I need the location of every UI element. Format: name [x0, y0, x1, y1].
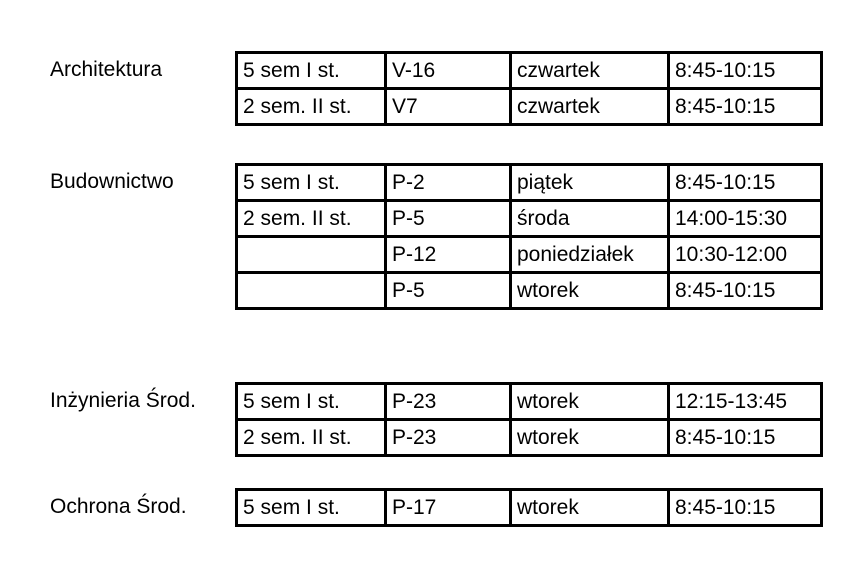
table-row: 2 sem. II st. V7 czwartek 8:45-10:15: [235, 87, 823, 126]
cell-day: piątek: [509, 163, 670, 202]
cell-room: V7: [384, 87, 512, 126]
cell-room: P-17: [384, 488, 512, 527]
table-row: P-12 poniedziałek 10:30-12:00: [235, 235, 823, 274]
cell-time: 8:45-10:15: [667, 163, 823, 202]
section-label-inzynieria-srod: Inżynieria Środ.: [50, 388, 196, 412]
schedule-table-budownictwo: 5 sem I st. P-2 piątek 8:45-10:15 2 sem.…: [235, 163, 823, 310]
cell-time: 8:45-10:15: [667, 271, 823, 310]
cell-semester: 2 sem. II st.: [235, 87, 387, 126]
cell-semester: 5 sem I st.: [235, 488, 387, 527]
schedule-table-inzynieria-srod: 5 sem I st. P-23 wtorek 12:15-13:45 2 se…: [235, 382, 823, 457]
cell-room: P-23: [384, 382, 512, 421]
cell-semester: 5 sem I st.: [235, 163, 387, 202]
cell-day: poniedziałek: [509, 235, 670, 274]
section-label-budownictwo: Budownictwo: [50, 169, 174, 193]
table-row: 5 sem I st. P-23 wtorek 12:15-13:45: [235, 382, 823, 421]
section-label-ochrona-srod: Ochrona Środ.: [50, 494, 187, 518]
cell-day: wtorek: [509, 488, 670, 527]
cell-room: P-5: [384, 199, 512, 238]
cell-time: 10:30-12:00: [667, 235, 823, 274]
cell-room: P-5: [384, 271, 512, 310]
schedule-table-architektura: 5 sem I st. V-16 czwartek 8:45-10:15 2 s…: [235, 51, 823, 126]
cell-day: wtorek: [509, 382, 670, 421]
cell-day: wtorek: [509, 271, 670, 310]
cell-semester: 5 sem I st.: [235, 382, 387, 421]
cell-time: 14:00-15:30: [667, 199, 823, 238]
section-label-architektura: Architektura: [50, 57, 163, 81]
cell-time: 12:15-13:45: [667, 382, 823, 421]
cell-semester: 2 sem. II st.: [235, 418, 387, 457]
cell-empty: [235, 271, 387, 310]
cell-room: V-16: [384, 51, 512, 90]
cell-day: środa: [509, 199, 670, 238]
table-row-highlighted: 5 sem I st. P-2 piątek 8:45-10:15: [235, 163, 823, 202]
cell-day: wtorek: [509, 418, 670, 457]
cell-time: 8:45-10:15: [667, 87, 823, 126]
cell-time: 8:45-10:15: [667, 51, 823, 90]
cell-time: 8:45-10:15: [667, 488, 823, 527]
cell-empty: [235, 235, 387, 274]
cell-room: P-12: [384, 235, 512, 274]
table-row: 5 sem I st. P-17 wtorek 8:45-10:15: [235, 488, 823, 527]
cell-time: 8:45-10:15: [667, 418, 823, 457]
cell-day: czwartek: [509, 87, 670, 126]
table-row: P-5 wtorek 8:45-10:15: [235, 271, 823, 310]
cell-room: P-2: [384, 163, 512, 202]
schedule-table-ochrona-srod: 5 sem I st. P-17 wtorek 8:45-10:15: [235, 488, 823, 527]
cell-semester: 2 sem. II st.: [235, 199, 387, 238]
table-row: 5 sem I st. V-16 czwartek 8:45-10:15: [235, 51, 823, 90]
cell-semester: 5 sem I st.: [235, 51, 387, 90]
table-row: 2 sem. II st. P-23 wtorek 8:45-10:15: [235, 418, 823, 457]
cell-room: P-23: [384, 418, 512, 457]
cell-day: czwartek: [509, 51, 670, 90]
table-row-highlighted: 2 sem. II st. P-5 środa 14:00-15:30: [235, 199, 823, 238]
